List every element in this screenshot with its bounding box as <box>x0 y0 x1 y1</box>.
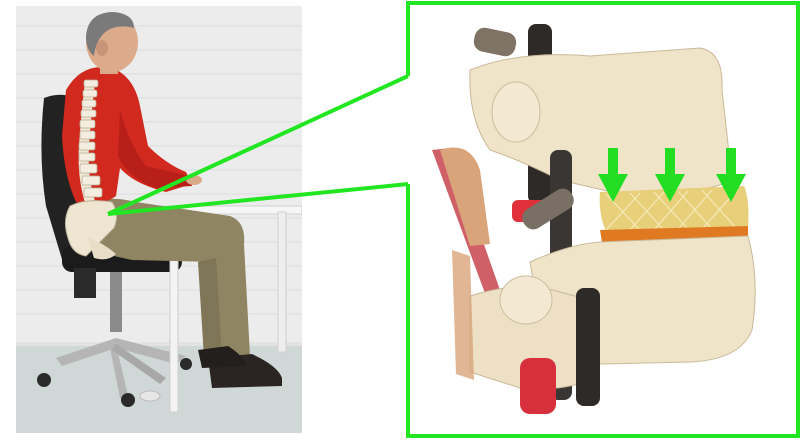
lower-process <box>520 358 556 414</box>
seated-person-photo <box>16 6 302 433</box>
spinal-rod-lower <box>576 288 600 406</box>
seated-person-illustration <box>16 6 302 433</box>
disc-compression-illustration <box>404 2 798 437</box>
lumbar-disc-closeup <box>404 2 798 437</box>
hand <box>186 175 202 185</box>
process-rod <box>472 26 518 58</box>
upper-facet <box>492 82 540 142</box>
lower-facet <box>500 276 552 324</box>
